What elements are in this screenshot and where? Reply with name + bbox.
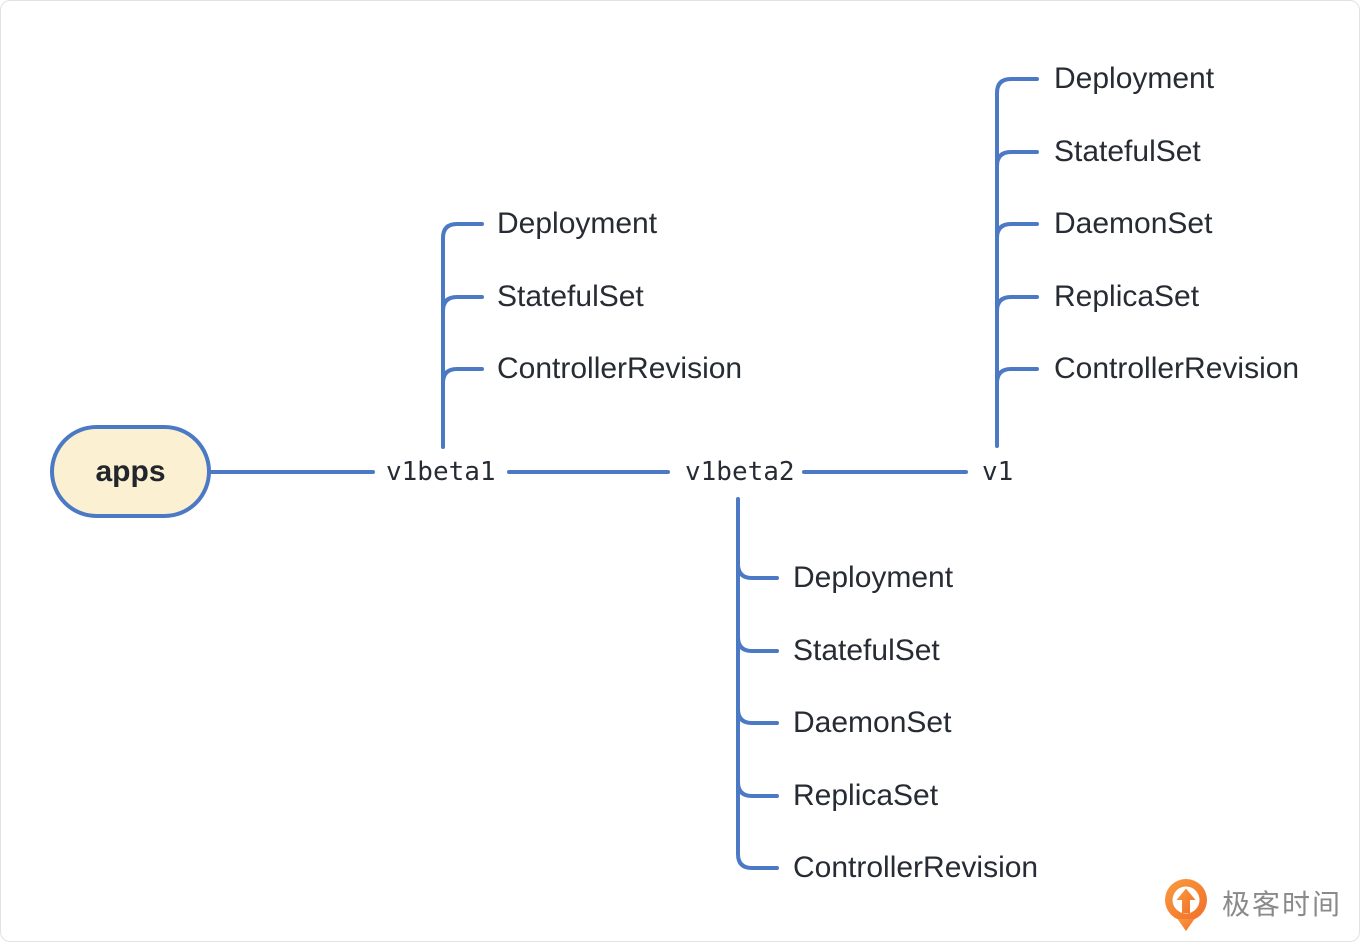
branch-v1-replicaset (995, 295, 1039, 313)
resource-label: ControllerRevision (1054, 352, 1300, 385)
version-label-v1beta2: v1beta2 (685, 457, 795, 487)
resource-label: DaemonSet (793, 706, 952, 739)
branch-v1-daemonset (995, 222, 1039, 240)
branch-v1beta2-statefulset (736, 635, 779, 653)
resource-label: Deployment (793, 561, 954, 594)
resource-label: DaemonSet (1054, 207, 1213, 240)
branch-v1beta2-deployment (736, 562, 779, 580)
version-label-v1: v1 (982, 457, 1014, 487)
branch-v1beta2-replicaset (736, 780, 779, 798)
branch-v1beta1-statefulset (441, 295, 484, 313)
root-node-apps: apps (50, 425, 211, 518)
resource-label: Deployment (497, 207, 658, 240)
resource-label: ControllerRevision (793, 851, 1039, 884)
version-label-v1beta1: v1beta1 (386, 457, 496, 487)
geektime-logo-icon (1163, 877, 1209, 933)
branch-v1-controllerrevision (995, 367, 1039, 385)
resource-label: ReplicaSet (1054, 280, 1200, 313)
branch-v1-statefulset (995, 150, 1039, 168)
resource-label: StatefulSet (1054, 135, 1201, 168)
branch-v1beta1-controllerrevision (441, 367, 484, 385)
resource-label: StatefulSet (793, 634, 940, 667)
resource-label: ControllerRevision (497, 352, 743, 385)
resource-label: ReplicaSet (793, 779, 939, 812)
branch-v1beta2-trunk-controllerrevision (736, 497, 779, 870)
geektime-logo-text: 极客时间 (1222, 889, 1343, 920)
branch-v1-trunk-deployment (995, 77, 1039, 448)
root-node-label: apps (95, 454, 166, 488)
geektime-logo: 极客时间 (1163, 877, 1342, 933)
resource-label: Deployment (1054, 62, 1215, 95)
branch-v1beta2-daemonset (736, 707, 779, 725)
branch-v1beta1-trunk-deployment (441, 222, 484, 449)
resource-label: StatefulSet (497, 280, 644, 313)
